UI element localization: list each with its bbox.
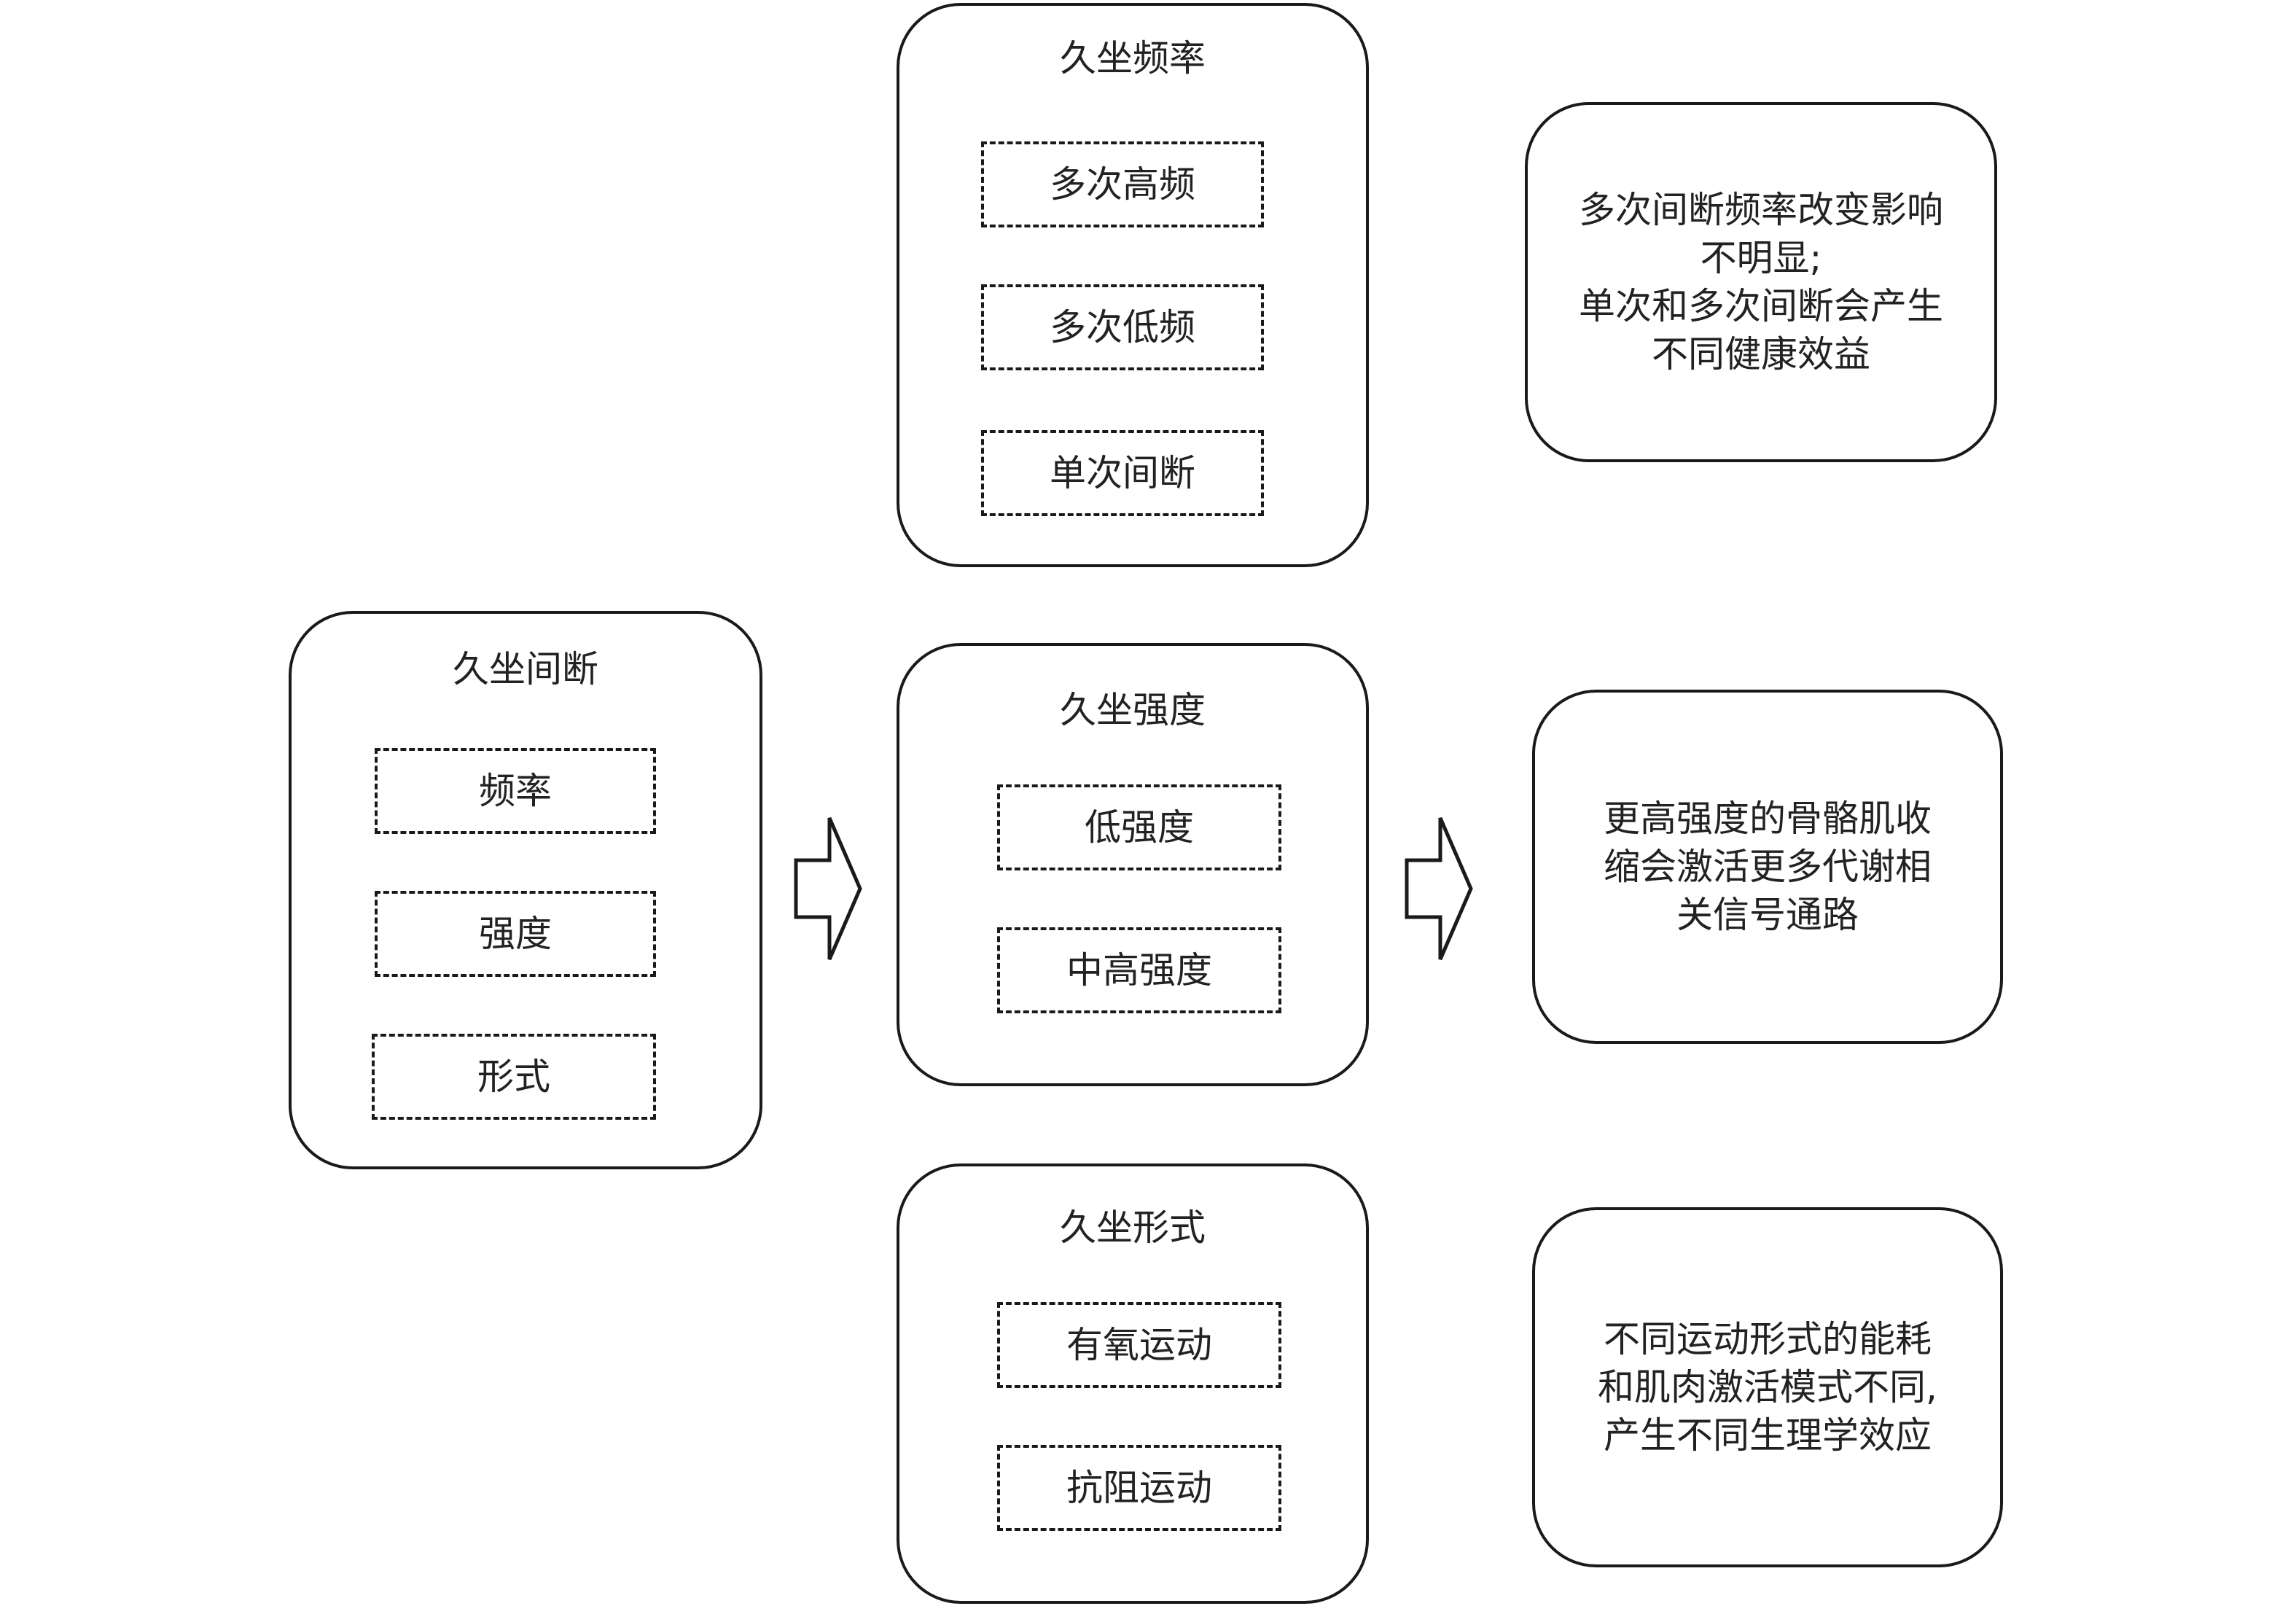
category-item-low-intensity: 低强度 — [997, 784, 1281, 870]
category-box-frequency: 久坐频率 多次高频 多次低频 单次间断 — [897, 3, 1369, 567]
result-text-line: 多次间断频率改变影响 — [1579, 189, 1943, 231]
result-text-line: 更高强度的骨骼肌收 — [1604, 798, 1932, 840]
source-box: 久坐间断 频率 强度 形式 — [289, 611, 762, 1169]
result-text-line: 和肌肉激活模式不同, — [1598, 1366, 1937, 1408]
category-title-intensity: 久坐强度 — [1060, 689, 1206, 731]
result-text-line: 缩会激活更多代谢相 — [1604, 846, 1932, 888]
category-item-moderate-high-intensity: 中高强度 — [997, 927, 1281, 1013]
result-box-frequency: 多次间断频率改变影响 不明显; 单次和多次间断会产生 不同健康效益 — [1525, 102, 1997, 462]
category-title-frequency: 久坐频率 — [1060, 37, 1206, 79]
category-title-form: 久坐形式 — [1060, 1207, 1206, 1249]
result-text-line: 不同运动形式的能耗 — [1604, 1318, 1932, 1360]
category-item-high-frequency: 多次高频 — [981, 141, 1264, 227]
category-item-aerobic: 有氧运动 — [997, 1302, 1281, 1388]
source-item-frequency: 频率 — [375, 748, 656, 834]
category-item-resistance: 抗阻运动 — [997, 1445, 1281, 1531]
source-item-form: 形式 — [372, 1034, 656, 1120]
source-title: 久坐间断 — [453, 648, 598, 690]
result-text-line: 关信号通路 — [1676, 894, 1859, 936]
category-item-single-break: 单次间断 — [981, 430, 1264, 516]
right-arrow-icon — [1405, 817, 1473, 960]
category-box-form: 久坐形式 有氧运动 抗阻运动 — [897, 1163, 1369, 1604]
result-text-line: 不同健康效益 — [1652, 333, 1870, 375]
source-item-intensity: 强度 — [375, 891, 656, 977]
result-text-line: 不明显; — [1700, 237, 1822, 279]
right-arrow-icon — [794, 817, 862, 960]
result-text-line: 产生不同生理学效应 — [1604, 1414, 1932, 1457]
result-box-form: 不同运动形式的能耗 和肌肉激活模式不同, 产生不同生理学效应 — [1532, 1207, 2003, 1567]
category-box-intensity: 久坐强度 低强度 中高强度 — [897, 643, 1369, 1086]
result-box-intensity: 更高强度的骨骼肌收 缩会激活更多代谢相 关信号通路 — [1532, 690, 2003, 1044]
result-text-line: 单次和多次间断会产生 — [1579, 285, 1943, 327]
category-item-low-frequency: 多次低频 — [981, 284, 1264, 370]
